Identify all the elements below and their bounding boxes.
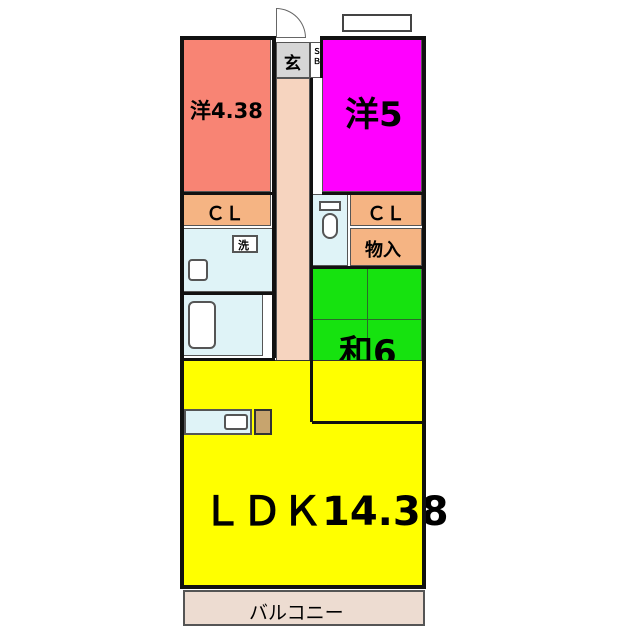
outer-wall-left — [180, 36, 184, 588]
outer-wall-top-left — [180, 36, 276, 40]
inner-wall-ldk-top — [183, 358, 275, 361]
bathtub — [188, 301, 216, 349]
washroom: 洗 — [183, 228, 273, 292]
toilet — [312, 194, 348, 266]
ldk-label: ＬＤＫ14.38 — [202, 489, 449, 535]
inner-wall-japanese-bottom — [312, 421, 422, 424]
entrance-door — [276, 8, 306, 38]
washroom-label: 洗 — [238, 239, 249, 252]
genkan: 玄 — [276, 42, 310, 78]
western-room-right: 洋5 — [322, 38, 422, 192]
storage-label: 物入 — [365, 240, 401, 261]
inner-wall-closet-right-top — [322, 192, 422, 195]
outer-wall-top-right — [320, 36, 426, 40]
inner-wall-genkan-right — [320, 38, 323, 78]
hallway — [276, 78, 310, 380]
top-window-box — [342, 14, 412, 32]
western-room-left-label: 洋4.38 — [190, 99, 263, 123]
closet-left: ＣＬ — [183, 194, 271, 226]
shoe-box-label: Ｓ Ｂ — [313, 47, 321, 66]
inner-wall-closet-top — [183, 192, 273, 195]
inner-wall-hall-right — [310, 78, 313, 422]
closet-left-label: ＣＬ — [206, 203, 245, 225]
inner-wall-bath-top — [183, 292, 273, 295]
bathroom — [183, 294, 263, 356]
closet-right: ＣＬ — [350, 194, 422, 226]
western-room-left: 洋4.38 — [183, 38, 271, 192]
closet-right-label: ＣＬ — [367, 203, 406, 225]
western-room-right-label: 洋5 — [345, 95, 403, 135]
genkan-label: 玄 — [284, 54, 301, 74]
outer-wall-bottom — [180, 585, 426, 589]
storage: 物入 — [350, 228, 422, 266]
ldk: ＬＤＫ14.38 — [183, 360, 449, 586]
balcony-label: バルコニー — [249, 602, 344, 624]
wash-basin — [188, 259, 208, 281]
inner-wall-japanese-top — [312, 266, 422, 269]
inner-wall-hall-left — [272, 38, 276, 358]
balcony: バルコニー — [183, 590, 425, 626]
refrigerator-space — [254, 409, 272, 435]
toilet-bowl — [322, 213, 338, 239]
outer-wall-right — [422, 36, 426, 588]
kitchen-sink — [224, 414, 248, 430]
washing-machine-pan: 洗 — [232, 235, 258, 253]
tatami-line-3 — [367, 269, 368, 421]
kitchen-counter — [184, 409, 252, 435]
toilet-tank — [319, 201, 341, 211]
